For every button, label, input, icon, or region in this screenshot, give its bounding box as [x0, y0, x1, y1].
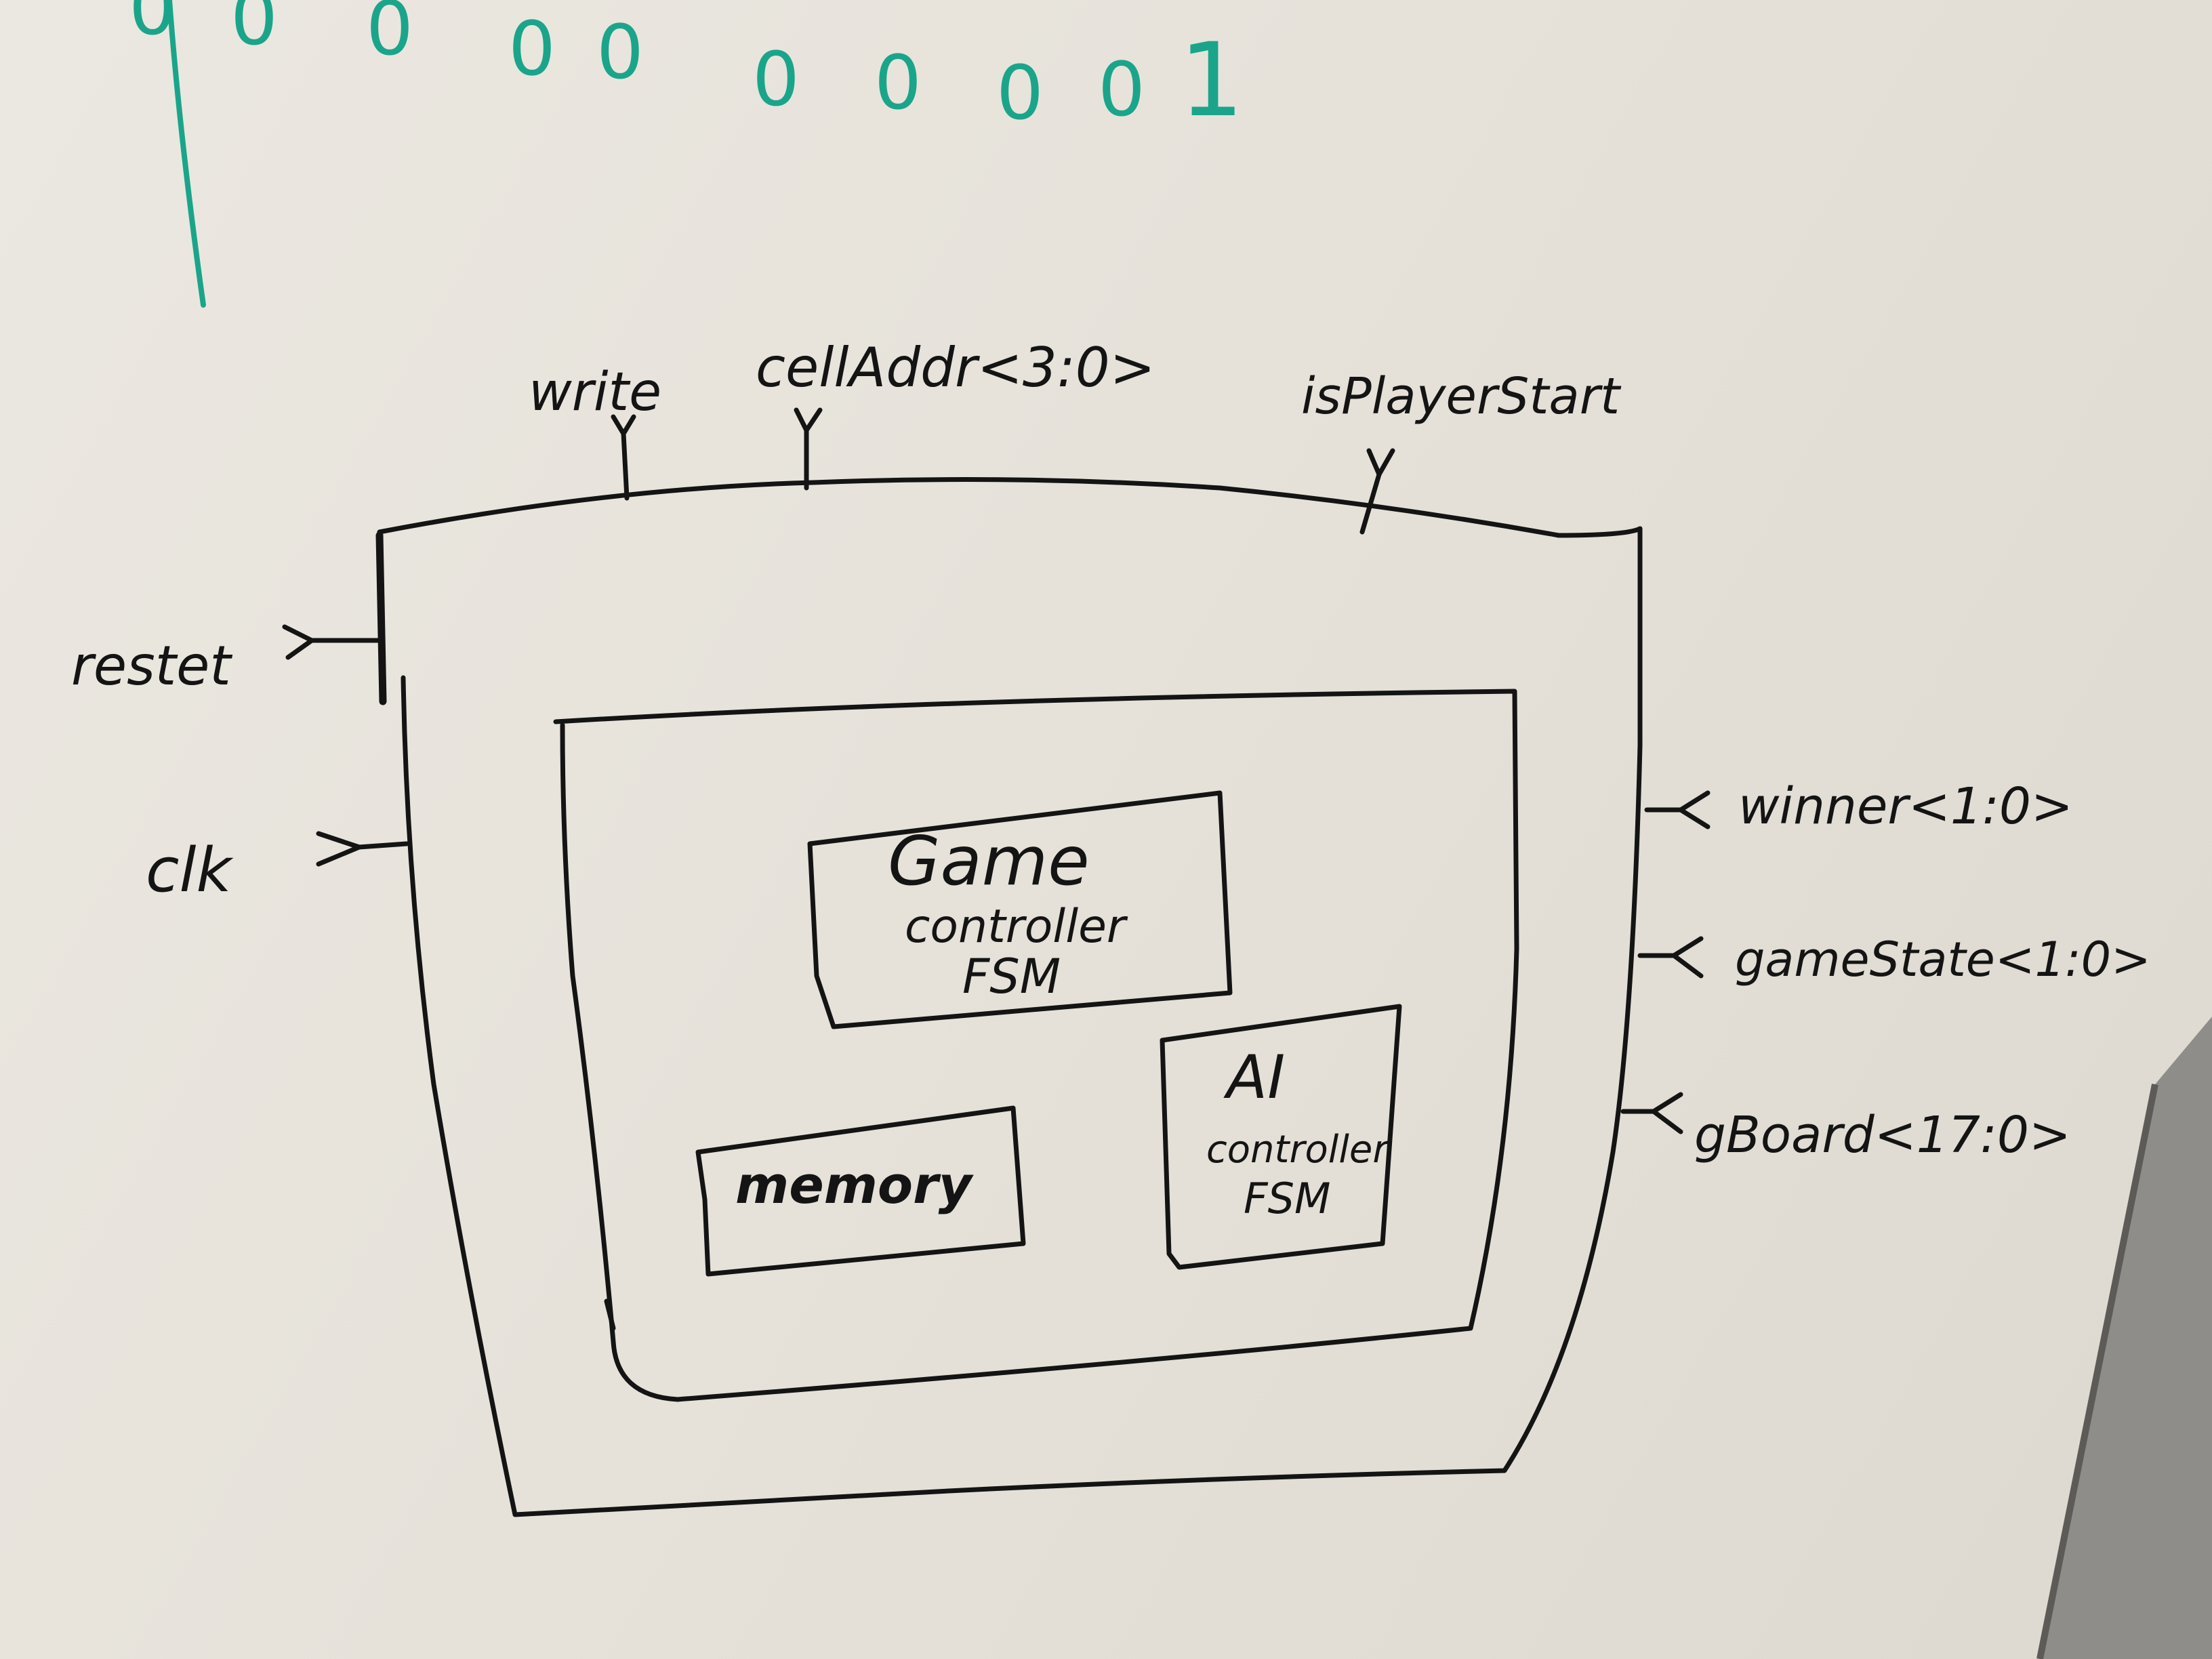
inner-box-notch	[604, 1298, 616, 1331]
g-board-arrow	[1620, 1092, 1683, 1134]
reset-arrow	[282, 624, 386, 660]
green-marker-stroke	[167, 0, 206, 308]
game-controller-line-1: Game	[888, 821, 1090, 901]
memory-label: memory	[735, 1155, 975, 1215]
game-state-arrow	[1637, 936, 1704, 979]
outer-box-left-edge	[375, 531, 387, 705]
cell-addr-arrow	[794, 407, 823, 491]
inner-module-box	[553, 689, 1519, 1402]
bit-7: 0	[996, 49, 1044, 136]
is-player-start-arrow	[1359, 448, 1395, 535]
bit-1: 0	[230, 0, 278, 62]
winner-label: winner<1:0>	[1738, 777, 2073, 836]
game-controller-line-2: controller	[905, 900, 1128, 954]
clk-arrow	[316, 831, 409, 867]
game-state-label: gameState<1:0>	[1735, 932, 2151, 987]
memory-block	[695, 1105, 1026, 1277]
whiteboard-frame	[2040, 1017, 2212, 1659]
bit-5: 0	[752, 36, 800, 123]
clk-label: clk	[146, 835, 234, 906]
bit-9: 1	[1179, 22, 1244, 140]
ai-controller-line-2: controller	[1206, 1128, 1390, 1172]
bit-3: 0	[508, 5, 556, 92]
reset-label: restet	[71, 634, 232, 697]
bit-0: 0	[129, 0, 176, 52]
ai-controller-block	[1160, 1004, 1402, 1270]
outer-module-box	[377, 477, 1643, 1517]
bit-8: 0	[1098, 46, 1145, 133]
g-board-label: gBoard<17:0>	[1694, 1106, 2071, 1164]
ai-controller-line-1: AI	[1223, 1042, 1285, 1112]
cell-addr-label: cellAddr<3:0>	[756, 336, 1155, 399]
game-controller-block	[807, 790, 1233, 1029]
write-arrow	[611, 414, 636, 501]
ai-controller-line-3: FSM	[1244, 1174, 1331, 1223]
bit-4: 0	[596, 9, 644, 96]
game-controller-line-3: FSM	[962, 949, 1061, 1004]
is-player-start-label: isPlayerStart	[1301, 367, 1622, 426]
binary-digits-row: 0 0 0 0 0 0 0 0 0 1	[129, 0, 1244, 140]
bit-6: 0	[874, 39, 922, 126]
winner-arrow	[1644, 790, 1711, 830]
write-label: write	[529, 362, 661, 423]
bit-2: 0	[366, 0, 413, 72]
